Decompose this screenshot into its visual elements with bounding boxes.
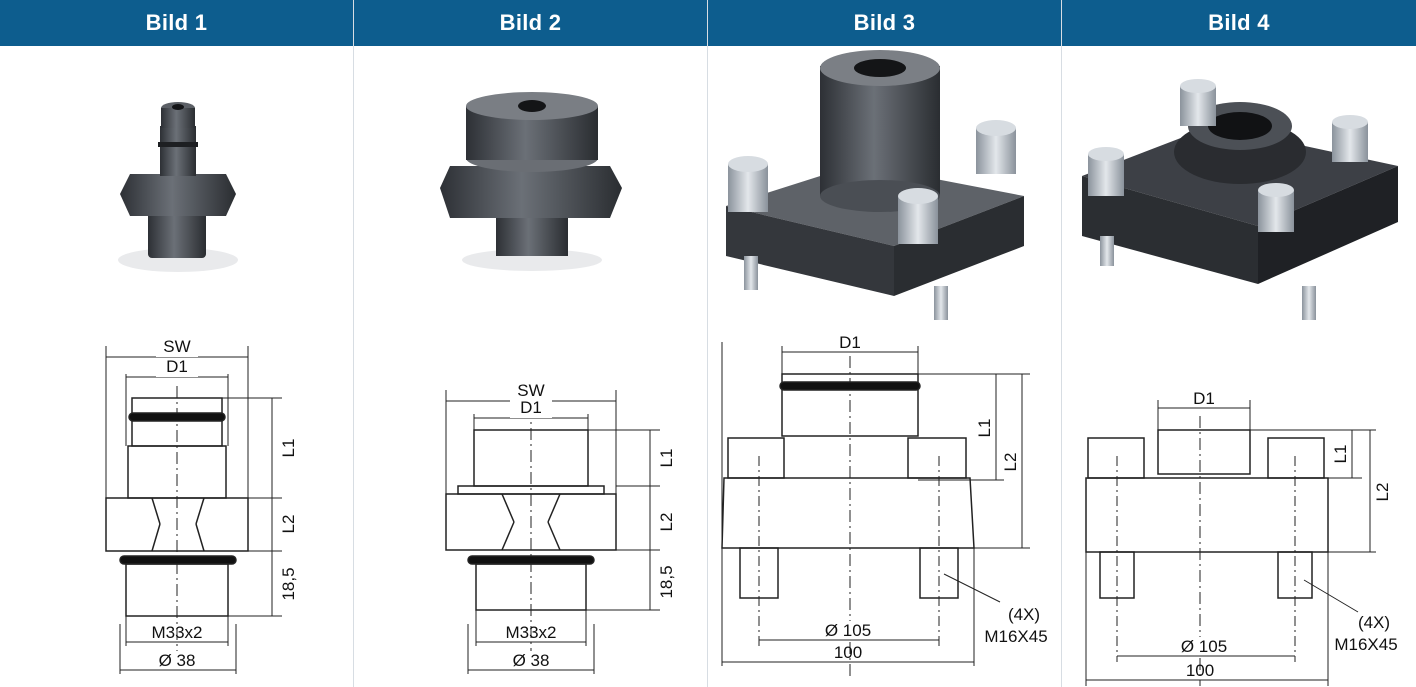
l1-label: L1 — [279, 439, 298, 458]
column-header: Bild 3 — [708, 0, 1061, 46]
d1-label: D1 — [839, 333, 861, 352]
l2-label: L2 — [1373, 483, 1392, 502]
adapter-drawing — [445, 390, 660, 674]
l2-label: L2 — [657, 513, 676, 532]
thread-label: M33x2 — [505, 623, 556, 642]
l1-label: L1 — [657, 449, 676, 468]
diameter-label: Ø 38 — [159, 651, 196, 670]
l2-label: L2 — [279, 515, 298, 534]
width-label: 100 — [1186, 661, 1214, 680]
sw-label: SW — [163, 337, 190, 356]
column-panel: D1 L1 L2 Ø 105 100 (4X) M16X45 — [708, 46, 1061, 687]
diameter-label: Ø 38 — [513, 651, 550, 670]
l1-label: L1 — [1331, 445, 1350, 464]
width-label: 100 — [834, 643, 862, 662]
column-header: Bild 4 — [1062, 0, 1416, 46]
column-panel: SW D1 L1 L2 18,5 M33x2 Ø 38 — [0, 46, 353, 687]
flange-photo — [726, 50, 1024, 320]
bolt-label: M16X45 — [1334, 635, 1397, 654]
l3-label: 18,5 — [279, 567, 298, 600]
flange-labels: D1 L1 L2 Ø 105 100 (4X) M16X45 — [1170, 389, 1398, 680]
l1-label: L1 — [975, 419, 994, 438]
l3-label: 18,5 — [657, 565, 676, 598]
sw-label: SW — [517, 381, 544, 400]
bild-1-figure: SW D1 L1 L2 18,5 M33x2 Ø 38 — [105, 102, 298, 674]
bolt-circle-label: Ø 105 — [1181, 637, 1227, 656]
adapter-labels: SW D1 L1 L2 18,5 M33x2 Ø 38 — [151, 337, 298, 670]
bolt-label: M16X45 — [984, 627, 1047, 646]
column-bild-4: Bild 4 — [1062, 0, 1416, 687]
column-bild-2: Bild 2 — [354, 0, 708, 687]
column-panel: SW D1 L1 L2 18,5 M33x2 Ø 38 — [354, 46, 707, 687]
bild-3-figure: D1 L1 L2 Ø 105 100 (4X) M16X45 — [721, 50, 1048, 676]
bolt-circle-label: Ø 105 — [825, 621, 871, 640]
d1-label: D1 — [520, 398, 542, 417]
adapter-photo — [440, 92, 622, 271]
column-bild-3: Bild 3 — [708, 0, 1062, 687]
flange-drawing — [721, 342, 1030, 676]
bild-4-figure: D1 L1 L2 Ø 105 100 (4X) M16X45 — [1082, 79, 1398, 686]
flange-drawing — [1085, 400, 1376, 686]
thread-label: M33x2 — [151, 623, 202, 642]
column-header: Bild 2 — [354, 0, 707, 46]
bild-2-figure: SW D1 L1 L2 18,5 M33x2 Ø 38 — [440, 92, 676, 674]
adapter-labels: SW D1 L1 L2 18,5 M33x2 Ø 38 — [505, 381, 676, 670]
flange-photo — [1082, 79, 1398, 320]
column-panel: D1 L1 L2 Ø 105 100 (4X) M16X45 — [1062, 46, 1416, 687]
column-bild-1: Bild 1 — [0, 0, 354, 687]
column-header: Bild 1 — [0, 0, 353, 46]
flange-labels: D1 L1 L2 Ø 105 100 (4X) M16X45 — [812, 333, 1048, 662]
l2-label: L2 — [1001, 453, 1020, 472]
d1-label: D1 — [1193, 389, 1215, 408]
d1-label: D1 — [166, 357, 188, 376]
count-label: (4X) — [1008, 605, 1040, 624]
adapter-photo — [118, 102, 238, 272]
count-label: (4X) — [1358, 613, 1390, 632]
